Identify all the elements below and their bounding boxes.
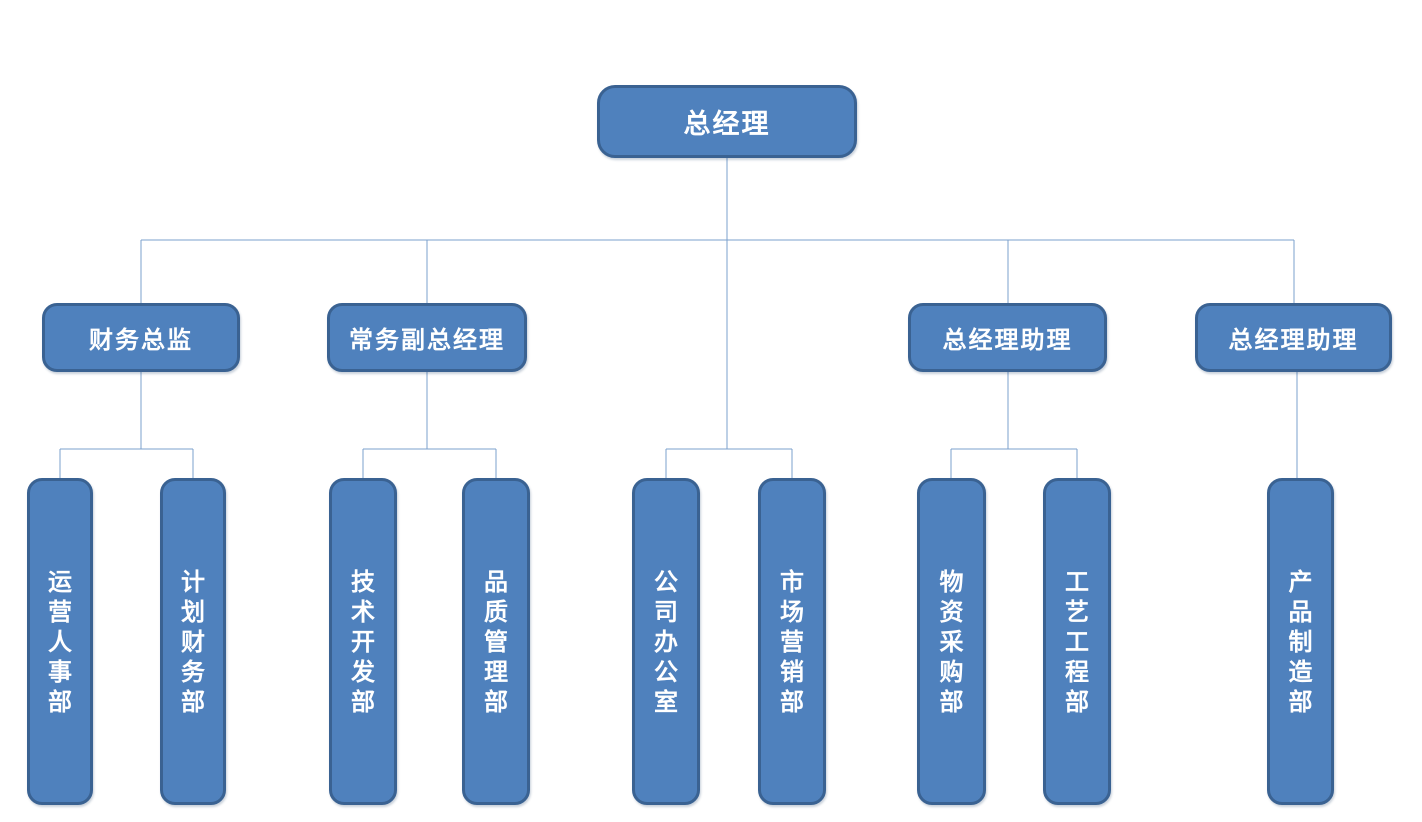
node-product-manufacturing-dept: 产品制造部 — [1267, 478, 1334, 805]
node-label-company-office: 公司办公室 — [654, 566, 678, 716]
node-executive-deputy-gm: 常务副总经理 — [327, 303, 527, 372]
node-label-gm-assistant-2: 总经理助理 — [1228, 325, 1359, 354]
node-operations-hr-dept: 运营人事部 — [27, 478, 93, 805]
node-finance-director: 财务总监 — [42, 303, 240, 372]
node-label-planning-finance-dept: 计划财务部 — [181, 566, 205, 716]
node-label-quality-management-dept: 品质管理部 — [484, 566, 508, 716]
node-label-technology-development-dept: 技术开发部 — [351, 566, 375, 716]
node-marketing-dept: 市场营销部 — [758, 478, 826, 805]
node-label-executive-deputy-gm: 常务副总经理 — [349, 325, 505, 354]
node-gm-assistant-1: 总经理助理 — [908, 303, 1107, 372]
node-label-materials-procurement-dept: 物资采购部 — [939, 566, 964, 716]
node-label-general-manager: 总经理 — [683, 109, 771, 140]
node-technology-development-dept: 技术开发部 — [329, 478, 397, 805]
node-label-finance-director: 财务总监 — [89, 325, 193, 354]
node-label-product-manufacturing-dept: 产品制造部 — [1288, 566, 1313, 716]
node-quality-management-dept: 品质管理部 — [462, 478, 530, 805]
node-planning-finance-dept: 计划财务部 — [160, 478, 226, 805]
node-process-engineering-dept: 工艺工程部 — [1043, 478, 1111, 805]
node-company-office: 公司办公室 — [632, 478, 700, 805]
node-label-process-engineering-dept: 工艺工程部 — [1065, 566, 1089, 716]
node-gm-assistant-2: 总经理助理 — [1195, 303, 1392, 372]
node-general-manager: 总经理 — [597, 85, 857, 158]
node-materials-procurement-dept: 物资采购部 — [917, 478, 986, 805]
node-label-gm-assistant-1: 总经理助理 — [942, 325, 1073, 354]
node-label-operations-hr-dept: 运营人事部 — [48, 566, 72, 716]
node-label-marketing-dept: 市场营销部 — [780, 566, 804, 716]
